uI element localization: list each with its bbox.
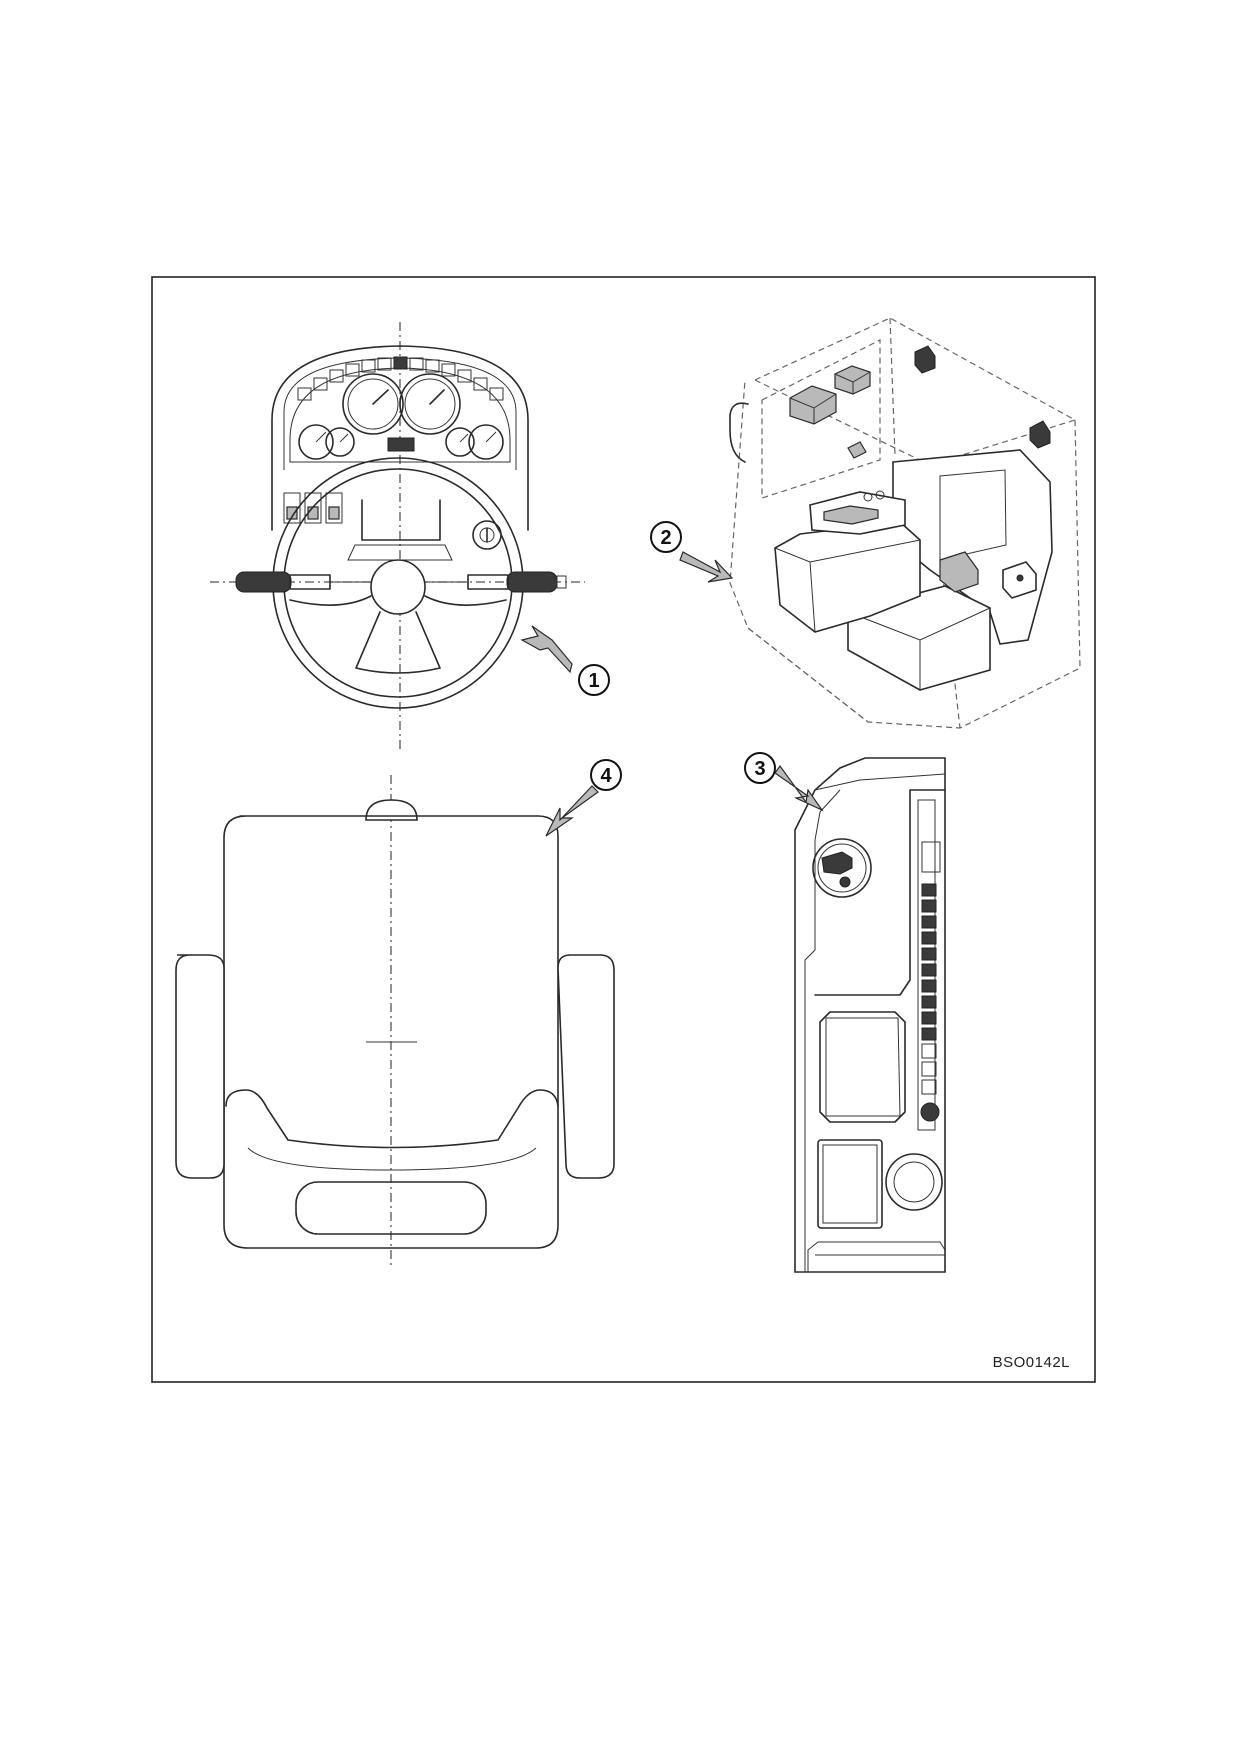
left-control-stalk xyxy=(235,571,372,593)
upper-relay-box xyxy=(789,385,837,425)
callout-4-circle xyxy=(590,759,622,791)
side-console-iso xyxy=(774,490,921,633)
left-armrest xyxy=(175,954,225,1179)
cup-holder-recess xyxy=(819,1011,906,1123)
callout-4-label: 4 xyxy=(600,765,612,787)
warning-light-strip xyxy=(297,356,504,401)
tachometer-gauge xyxy=(399,373,461,435)
speaker-left xyxy=(914,345,936,374)
upper-fuse-box xyxy=(834,365,871,395)
small-gauge-right-2 xyxy=(468,424,504,460)
right-control-stalk xyxy=(425,571,567,593)
operator-seat-iso xyxy=(847,449,1053,691)
callout-3-label: 3 xyxy=(754,758,765,780)
grab-handle xyxy=(729,402,749,463)
small-gauge-left-1 xyxy=(298,424,334,460)
seat-handle-recess xyxy=(295,1181,487,1235)
headrest xyxy=(365,799,418,821)
seat-top-view xyxy=(175,775,615,1268)
callout-4: 4 xyxy=(545,759,622,837)
steering-hub xyxy=(370,559,426,615)
dashboard-steering-view xyxy=(210,322,585,752)
switch-panel xyxy=(920,841,941,1122)
joystick-lever xyxy=(812,838,872,898)
callout-1-circle xyxy=(578,664,610,696)
reference-code: BSO0142L xyxy=(993,1354,1070,1371)
seat-back xyxy=(223,815,559,1249)
console-body xyxy=(794,757,946,1273)
cab-isometric-view xyxy=(729,317,1081,729)
callout-3-arrow xyxy=(774,764,824,812)
callout-2: 2 xyxy=(650,521,734,583)
small-gauge-right-1 xyxy=(445,427,475,457)
seat-cushion-edge xyxy=(225,1089,559,1149)
steering-column xyxy=(361,499,441,541)
figure-frame xyxy=(151,276,1096,1383)
speaker-right xyxy=(1029,420,1051,449)
callout-3-circle xyxy=(744,752,776,784)
dashboard-housing xyxy=(271,345,529,531)
callout-2-label: 2 xyxy=(660,527,671,549)
callout-1-label: 1 xyxy=(588,670,599,692)
callout-1: 1 xyxy=(520,625,610,696)
callout-3: 3 xyxy=(744,752,824,812)
callout-2-circle xyxy=(650,521,682,553)
control-console-view xyxy=(794,757,946,1273)
small-gauge-left-2 xyxy=(325,427,355,457)
rotary-knob xyxy=(885,1153,943,1211)
speedometer-gauge xyxy=(342,373,404,435)
callout-2-arrow xyxy=(679,551,734,583)
hour-meter xyxy=(387,437,415,452)
storage-tray xyxy=(817,1139,883,1229)
callout-4-arrow xyxy=(545,785,599,837)
callout-1-arrow xyxy=(520,625,573,674)
right-armrest xyxy=(557,954,615,1179)
